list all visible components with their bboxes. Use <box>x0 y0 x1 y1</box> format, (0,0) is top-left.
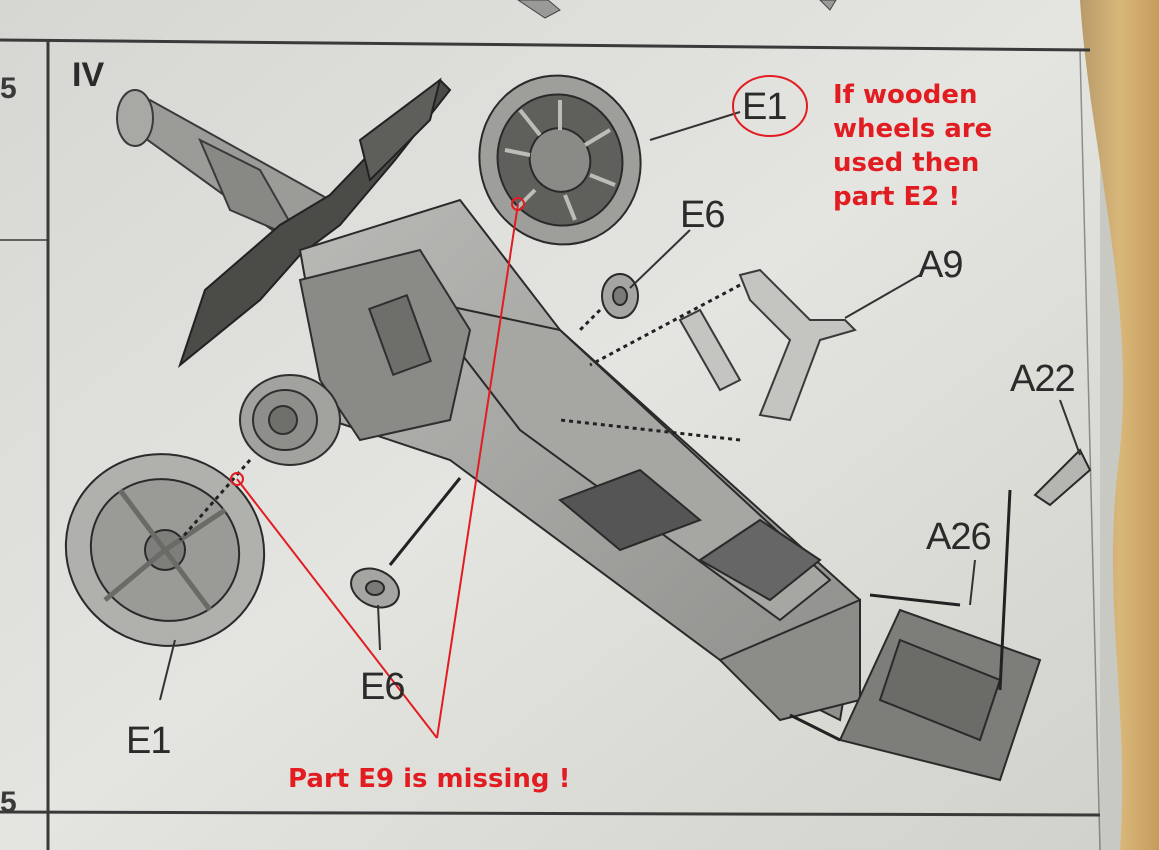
hub-cap-e6-bottom <box>350 567 400 609</box>
part-label-e1-top: E1 <box>742 86 787 128</box>
hook-a22 <box>1033 448 1092 507</box>
wooden-wheels-note-line-2: wheels are <box>833 114 993 144</box>
previous-panel-edge-number-bottom: 5 <box>0 786 17 819</box>
missing-part-note: Part E9 is missing ! <box>288 764 571 794</box>
gun-shield <box>177 77 452 368</box>
part-label-a22: A22 <box>1010 358 1076 400</box>
step-number-label: IV <box>72 56 105 94</box>
e1-highlight-circle <box>732 75 808 137</box>
part-label-a26: A26 <box>926 516 992 558</box>
part-label-e1-bottom: E1 <box>126 720 171 762</box>
part-label-e6-top: E6 <box>680 194 725 236</box>
wooden-wheels-note: If wooden wheels are used then part E2 ! <box>833 78 1073 214</box>
carriage-mechanism <box>298 248 472 442</box>
part-label-a9: A9 <box>918 244 963 286</box>
previous-panel-edge-number-top: 5 <box>0 72 17 105</box>
part-label-e6-bottom: E6 <box>360 666 405 708</box>
wooden-wheels-note-line-4: part E2 ! <box>833 182 961 212</box>
panel-borders <box>0 38 1101 850</box>
leader-lines <box>159 111 1081 701</box>
bracket-a9 <box>678 268 857 422</box>
spade-plate-a26 <box>838 608 1042 782</box>
wooden-wheels-note-line-1: If wooden <box>833 80 978 110</box>
e9-location-marker-left <box>230 472 244 486</box>
wooden-table <box>1080 0 1159 850</box>
wheel-e1-top <box>478 74 642 246</box>
axle-hub-left <box>239 374 341 466</box>
wheel-e1-bottom <box>64 453 266 647</box>
previous-step-fragments <box>517 0 837 19</box>
hub-cap-e6-top <box>601 273 639 319</box>
red-annotation-markup <box>230 75 808 739</box>
wooden-wheels-note-line-3: used then <box>833 148 980 178</box>
